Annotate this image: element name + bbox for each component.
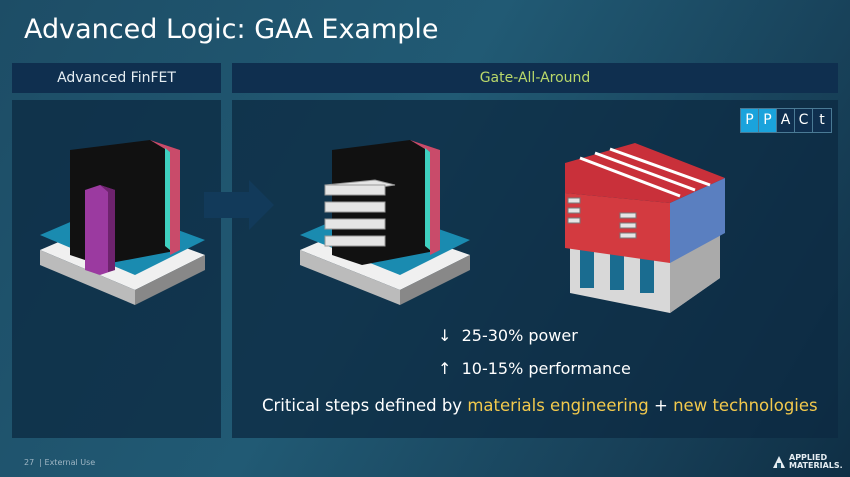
performance-stat: ↑ 10-15% performance (438, 359, 631, 378)
gaa-3d-structure-diagram (565, 143, 725, 313)
new-technologies-highlight: new technologies (673, 396, 818, 415)
materials-engineering-highlight: materials engineering (467, 396, 649, 415)
gaa-header: Gate-All-Around (232, 63, 838, 93)
slide-title: Advanced Logic: GAA Example (24, 14, 439, 45)
footer-label: | External Use (39, 458, 96, 467)
ppact-letter: P (759, 109, 777, 132)
ppact-letter: C (795, 109, 813, 132)
footer: 27 | External Use (24, 458, 95, 467)
critical-steps-text: Critical steps defined by materials engi… (262, 396, 818, 415)
critical-prefix: Critical steps defined by (262, 396, 468, 415)
finfet-diagram (40, 140, 205, 305)
finfet-header: Advanced FinFET (12, 63, 221, 93)
arrow-down-icon: ↓ (438, 326, 452, 345)
plus-sign: + (648, 396, 674, 415)
power-stat: ↓ 25-30% power (438, 326, 578, 345)
ppact-letter: P (741, 109, 759, 132)
page-number: 27 (24, 458, 35, 467)
ppact-letter: t (813, 109, 831, 132)
ppact-letter: A (777, 109, 795, 132)
ppact-badge: P P A C t (740, 108, 832, 133)
arrow-right-icon (204, 180, 274, 230)
logo-line-1: APPLIED (789, 453, 828, 462)
logo-icon (773, 456, 785, 468)
gaa-nanosheet-diagram (300, 140, 470, 305)
power-stat-text: 25-30% power (461, 326, 578, 345)
arrow-up-icon: ↑ (438, 359, 452, 378)
performance-stat-text: 10-15% performance (461, 359, 631, 378)
logo-line-2: MATERIALS. (789, 461, 843, 470)
